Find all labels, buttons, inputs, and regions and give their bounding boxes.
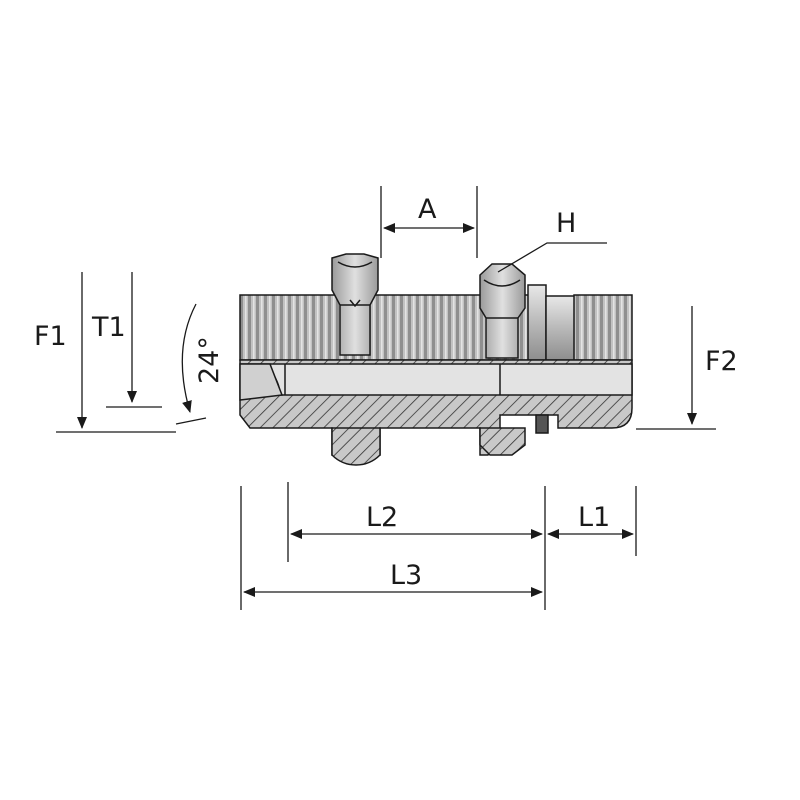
label-f2: F2	[705, 346, 738, 377]
dim-angle-tick	[175, 417, 207, 425]
dim-h-leader	[497, 242, 607, 273]
label-l3: L3	[390, 560, 422, 591]
label-f1: F1	[34, 321, 67, 352]
label-l1: L1	[578, 502, 610, 533]
dim-angle-arc	[181, 303, 197, 413]
label-t1: T1	[91, 312, 126, 343]
label-h: H	[556, 208, 576, 239]
cone-seat	[239, 363, 284, 401]
label-a: A	[418, 194, 437, 225]
groove	[545, 295, 579, 361]
label-angle: 24°	[194, 336, 225, 384]
end-thread	[573, 294, 633, 361]
fitting-body	[239, 253, 633, 466]
hex-nut	[479, 263, 526, 359]
dimensions	[56, 186, 716, 610]
bore	[240, 363, 633, 396]
locknut-section	[331, 427, 381, 466]
collar	[527, 284, 547, 361]
o-ring	[535, 414, 549, 434]
label-l2: L2	[366, 502, 398, 533]
nut-section	[479, 427, 526, 456]
